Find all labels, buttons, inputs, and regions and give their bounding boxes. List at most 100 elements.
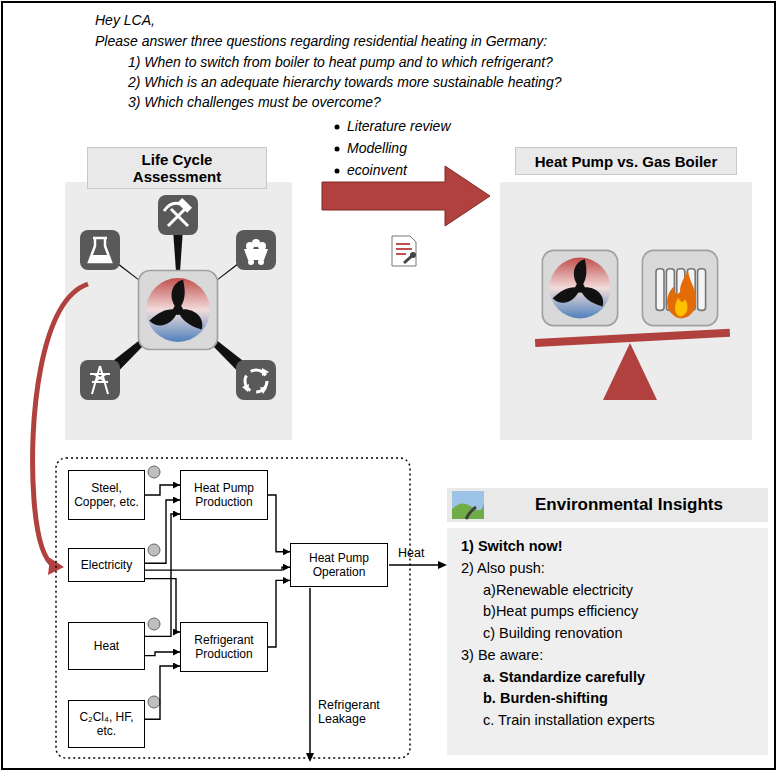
- flow-arrow: [268, 580, 290, 647]
- question-text: 1) When to switch from boiler to heat pu…: [128, 54, 553, 70]
- landscape-icon: [452, 491, 484, 519]
- node-text: Heat Pump Operation: [295, 551, 383, 580]
- process-box: Heat Pump Production: [180, 470, 268, 520]
- list-item: 1) Switch now!: [461, 536, 563, 558]
- list-item: b. Burden-shifting: [461, 688, 608, 710]
- zoom-arrow: [33, 284, 88, 566]
- node-text: Life Cycle Assessment: [96, 151, 258, 185]
- inventory-icon: [148, 696, 160, 708]
- heat-pump-icon: [542, 250, 617, 325]
- section-header: Environmental Insights: [490, 488, 768, 522]
- chemicals-icon: [80, 230, 120, 270]
- zoom-arrow: [33, 284, 88, 575]
- method-bullet: ecoinvent: [347, 162, 407, 178]
- landscape-icon: [466, 507, 476, 519]
- flow-label: Refrigerant Leakage: [318, 698, 398, 726]
- insights-list: 1) Switch now!2) Also push:a)Renewable e…: [447, 528, 768, 755]
- question-text: Please answer three questions regarding …: [95, 33, 547, 49]
- list-item: c) Building renovation: [461, 623, 622, 645]
- node-text: Refrigerant Production: [185, 633, 263, 662]
- node-text: Heat: [94, 639, 119, 653]
- input-box: Electricity: [68, 548, 145, 582]
- mining-tools-icon: [164, 203, 180, 211]
- document-icon: [396, 244, 412, 254]
- document-icon: [410, 252, 416, 258]
- mining-tools-icon: [168, 209, 188, 226]
- recycling-icon: [236, 360, 276, 400]
- input-box: Steel, Copper, etc.: [68, 470, 145, 520]
- chemicals-icon: [80, 230, 120, 270]
- heat-pump-icon: [139, 271, 218, 350]
- input-box: Heat: [68, 622, 145, 670]
- question-text: 2) Which is an adequate hierarchy toward…: [128, 74, 561, 90]
- gas-boiler-icon: [642, 250, 717, 325]
- document-icon: [392, 236, 416, 266]
- coal-icon: [244, 249, 268, 260]
- section-header: Life Cycle Assessment: [87, 147, 267, 189]
- question-text: Hey LCA,: [95, 12, 155, 28]
- flow-arrow: [145, 652, 180, 656]
- coal-icon: [236, 230, 276, 270]
- landscape-icon: [452, 503, 484, 519]
- insights-header-bg: [447, 488, 768, 522]
- seesaw-fulcrum: [603, 343, 657, 400]
- node-text: Steel, Copper, etc.: [73, 481, 140, 510]
- coal-icon: [258, 259, 264, 265]
- flow-arrow: [145, 567, 290, 570]
- coal-icon: [236, 230, 276, 270]
- process-box: Heat Pump Operation: [290, 543, 388, 587]
- flow-arrow: [145, 485, 180, 495]
- comparison-panel: [500, 182, 752, 440]
- node-text: Heat Pump vs. Gas Boiler: [535, 153, 718, 170]
- input-box: C₂Cl₄, HF, etc.: [68, 700, 145, 748]
- flow-arrow: [145, 514, 180, 636]
- section-header: Heat Pump vs. Gas Boiler: [515, 147, 737, 175]
- method-arrow: [335, 125, 340, 130]
- landscape-icon: [452, 491, 484, 519]
- node-text: Heat Pump Production: [185, 481, 263, 510]
- insights-header-bg: [447, 488, 768, 522]
- lca-panel: [65, 182, 292, 440]
- output-flow: [389, 564, 440, 566]
- flow-arrow: [268, 495, 290, 552]
- flow-arrow: [145, 666, 180, 719]
- method-bullet: Modelling: [347, 140, 407, 156]
- node-text: Environmental Insights: [535, 495, 723, 515]
- method-arrow: [335, 169, 340, 174]
- electricity-icon: [80, 360, 120, 400]
- recycling-icon: [242, 384, 249, 392]
- output-flow: [306, 561, 447, 762]
- recycling-icon: [260, 387, 267, 394]
- list-item: 3) Be aware:: [461, 645, 543, 667]
- system-boundary: [56, 458, 410, 758]
- recycling-icon: [262, 368, 269, 376]
- list-item: 2) Also push:: [461, 558, 545, 580]
- inventory-icon: [148, 618, 160, 630]
- document-icon: [392, 236, 416, 266]
- question-text: 3) Which challenges must be overcome?: [128, 94, 381, 110]
- flow-arrow: [145, 579, 180, 632]
- list-item: a. Standardize carefully: [461, 667, 645, 689]
- mining-tools-icon: [158, 195, 198, 235]
- chemicals-icon: [89, 238, 111, 262]
- node-text: C₂Cl₄, HF, etc.: [73, 710, 140, 739]
- electricity-icon: [90, 366, 110, 394]
- comparison-panel: [500, 182, 752, 440]
- output-flow: [309, 588, 311, 755]
- system-boundary: [56, 458, 410, 758]
- process-box: Refrigerant Production: [180, 622, 268, 672]
- list-item: a)Renewable electricity: [461, 580, 633, 602]
- method-arrow: [322, 125, 490, 267]
- inventory-icon: [148, 544, 160, 556]
- flow-arrow: [145, 500, 180, 563]
- coal-icon: [248, 259, 254, 265]
- list-item: c. Train installation experts: [461, 710, 655, 732]
- method-bullet: Literature review: [347, 118, 451, 134]
- seesaw-bar: [535, 329, 730, 347]
- inventory-icon: [148, 466, 160, 478]
- output-flow: [306, 753, 314, 762]
- recycling-icon: [236, 360, 276, 400]
- output-flow: [438, 561, 447, 569]
